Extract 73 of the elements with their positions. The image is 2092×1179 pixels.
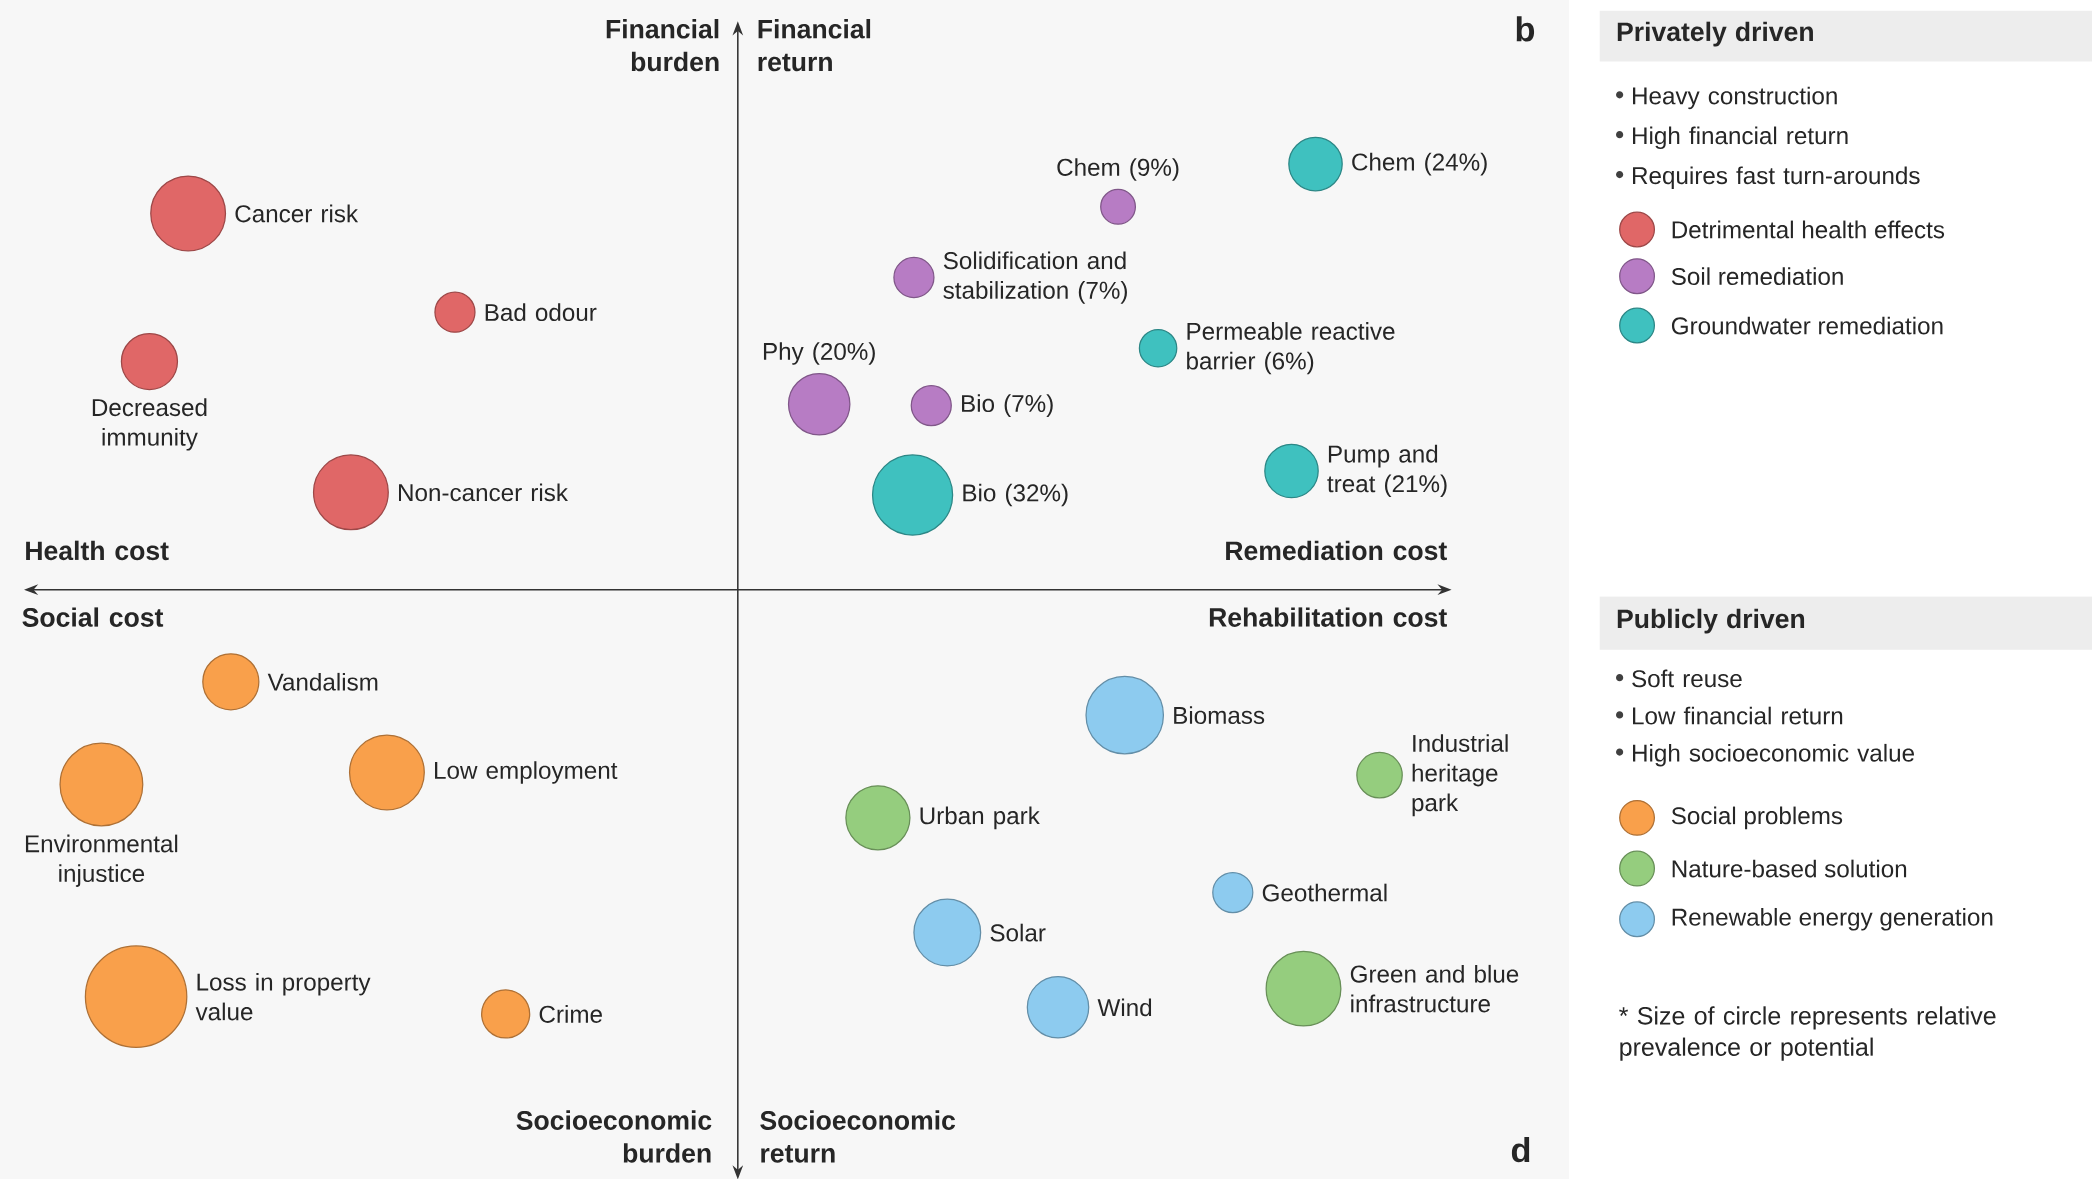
labeled-bubble: Chem (24%)	[1288, 136, 1487, 192]
category-panel: Privately driven Heavy construction High financial return Requires fast turn-arounds	[1599, 10, 2092, 189]
node-label: Urban park	[920, 806, 1040, 829]
labeled-bubble: Industrial heritage park	[1356, 733, 1508, 816]
panel-letter: b	[1516, 16, 1535, 42]
node-label: Industrial heritage park	[1412, 733, 1508, 816]
node-label: Low employment	[435, 761, 618, 784]
node-label: Solar	[990, 923, 1046, 942]
node-label: Pump and treat (21%)	[1327, 444, 1447, 497]
labeled-bubble: Solar	[913, 898, 1046, 967]
node-label: Bad odour	[485, 303, 597, 321]
node-label: High financial return	[1633, 126, 1848, 149]
axis-label: Financial return	[758, 18, 871, 72]
labeled-bubble: Vandalism	[202, 652, 378, 711]
node-label: Biomass	[1174, 706, 1265, 724]
labeled-bubble: Chem (9%)	[1057, 157, 1179, 225]
node-label: Cancer risk	[235, 204, 359, 223]
labeled-bubble: Decreased immunity	[92, 332, 207, 451]
axis-label: Financial burden	[606, 18, 719, 72]
legend-label: Nature-based solution	[1672, 859, 1907, 878]
node-label: Decreased immunity	[92, 398, 207, 451]
node-label: Phy (20%)	[763, 342, 875, 365]
category-panel: Publicly driven Soft reuse Low financial return High socioeconomic value	[1599, 596, 2092, 767]
node-label: Chem (24%)	[1352, 152, 1487, 176]
node-label: Wind	[1097, 998, 1152, 1017]
labeled-bubble: Loss in property value	[84, 945, 371, 1048]
node-label: Bio (32%)	[963, 483, 1068, 507]
axis-label: Socioeconomic return	[760, 1110, 956, 1163]
labeled-bubble: Bio (7%)	[910, 384, 1053, 427]
labeled-bubble: Phy (20%)	[763, 342, 875, 436]
node-label: Environmental injustice	[25, 834, 178, 887]
labeled-bubble: Environmental injustice	[25, 742, 178, 887]
node-label: Crime	[539, 1004, 602, 1023]
node-label: Geothermal	[1262, 883, 1387, 902]
labeled-bubble: Bio (32%)	[871, 454, 1068, 536]
axis-label: Socioeconomic burden	[516, 1110, 712, 1163]
labeled-bubble: Permeable reactive barrier (6%)	[1138, 321, 1395, 375]
legend-label: Groundwater remediation	[1671, 316, 1943, 335]
node-label: Heavy construction	[1633, 86, 1837, 110]
axis-label: Remediation cost	[1226, 540, 1447, 560]
labeled-bubble: Bad odour	[434, 291, 597, 333]
legend-label: Detrimental health effects	[1672, 220, 1945, 239]
labeled-bubble: Cancer risk	[150, 175, 359, 252]
footnote: * Size of circle represents relative prevalence or potential	[1619, 1006, 1996, 1061]
node-label: Soft reuse	[1632, 669, 1742, 688]
labeled-bubble: Non-cancer risk	[312, 454, 568, 531]
labeled-bubble: Geothermal	[1212, 871, 1387, 913]
legend-label: Social problems	[1671, 806, 1843, 829]
labeled-bubble: Low employment	[348, 734, 618, 811]
legend-label: Soil remediation	[1671, 267, 1843, 285]
axis-label: Social cost	[22, 607, 164, 627]
axis-label: Rehabilitation cost	[1209, 607, 1447, 627]
labeled-bubble: Biomass	[1085, 675, 1265, 755]
node-label: High socioeconomic value	[1633, 743, 1915, 767]
node-label: Permeable reactive barrier (6%)	[1187, 321, 1395, 375]
node-label: Green and blue infrastructure	[1350, 964, 1519, 1013]
node-label: Bio (7%)	[962, 394, 1053, 417]
labeled-bubble: Urban park	[845, 785, 1040, 851]
labeled-bubble: Solidification and stabilization (7%)	[893, 251, 1127, 304]
legend-label: Renewable energy generation	[1672, 907, 1993, 931]
node-label: Vandalism	[267, 672, 378, 691]
node-label: Solidification and stabilization (7%)	[943, 251, 1127, 304]
node-label: Requires fast turn-arounds	[1633, 166, 1920, 189]
node-label: Low financial return	[1633, 706, 1843, 725]
labeled-bubble: Pump and treat (21%)	[1264, 443, 1447, 499]
axis-label: Health cost	[26, 540, 169, 560]
labeled-bubble: Wind	[1026, 975, 1152, 1039]
panel-letter: d	[1511, 1136, 1530, 1163]
node-label: Chem (9%)	[1057, 157, 1179, 181]
labeled-bubble: Green and blue infrastructure	[1265, 950, 1519, 1027]
labeled-bubble: Crime	[481, 989, 602, 1039]
node-label: Non-cancer risk	[399, 483, 568, 502]
node-label: Loss in property value	[195, 972, 371, 1021]
